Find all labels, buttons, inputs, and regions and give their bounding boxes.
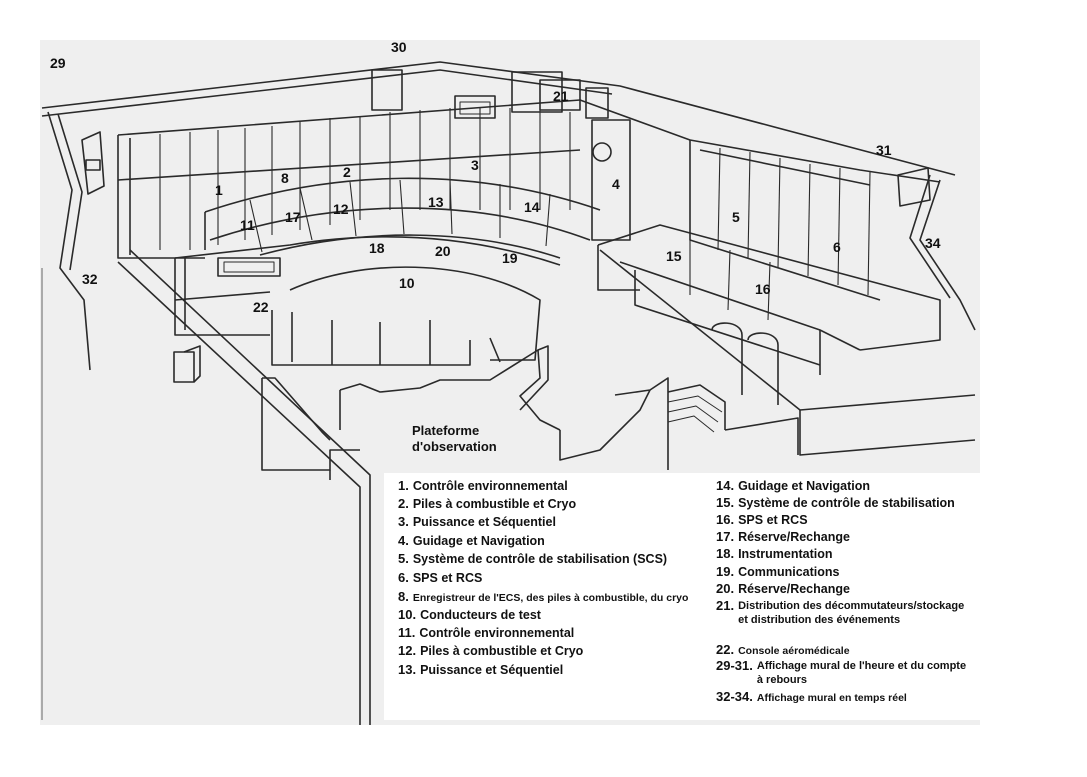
- legend-right-item: 17.Réserve/Rechange: [716, 529, 850, 545]
- callout-21: 21: [553, 88, 569, 104]
- legend-right-item: 21.Distribution des décommutateurs/stock…: [716, 599, 970, 627]
- legend-left-item: 13.Puissance et Séquentiel: [398, 662, 564, 678]
- legend-item-number: 15.: [716, 495, 735, 510]
- legend-item-number: 4.: [398, 533, 409, 548]
- legend-right-item: 16.SPS et RCS: [716, 512, 808, 528]
- legend-item-text: Instrumentation: [738, 547, 833, 561]
- legend-item-number: 20.: [716, 581, 735, 596]
- legend-right-item: 19.Communications: [716, 564, 840, 580]
- callout-17: 17: [285, 209, 301, 225]
- room-drawing: [41, 61, 976, 725]
- legend-left-item: 11.Contrôle environnemental: [398, 625, 575, 641]
- legend-item-number: 16.: [716, 512, 735, 527]
- legend-item-number: 17.: [716, 529, 735, 544]
- legend-item-text: Réserve/Rechange: [738, 530, 850, 544]
- legend-item-number: 22.: [716, 642, 735, 657]
- callout-11: 11: [240, 217, 255, 233]
- legend-item-text: Piles à combustible et Cryo: [412, 497, 577, 511]
- legend-left-item: 2.Piles à combustible et Cryo: [398, 496, 577, 512]
- legend-item-number: 1.: [398, 478, 409, 493]
- callout-22: 22: [253, 299, 269, 315]
- legend-item-text: SPS et RCS: [412, 571, 483, 585]
- legend-item-number: 6.: [398, 570, 409, 585]
- callout-15: 15: [666, 248, 682, 264]
- legend-item-number: 11.: [398, 625, 416, 640]
- legend-right-item: 20.Réserve/Rechange: [716, 581, 850, 597]
- callout-30: 30: [391, 39, 407, 55]
- callout-31: 31: [876, 142, 892, 158]
- legend-item-text: Distribution des décommutateurs/stockage…: [738, 600, 965, 626]
- callout-12: 12: [333, 201, 349, 217]
- legend-item-text: Contrôle environnemental: [412, 479, 568, 493]
- callout-4: 4: [612, 176, 620, 192]
- callout-labels: 1 2 3 4 5 6 8 10 11 12 13 14 15 16 17 18…: [50, 39, 941, 315]
- legend-item-text: Affichage mural en temps réel: [756, 692, 907, 704]
- callout-1: 1: [215, 182, 223, 198]
- callout-19: 19: [502, 250, 518, 266]
- legend-left-item: 8.Enregistreur de l'ECS, des piles à com…: [398, 590, 688, 605]
- legend-item-text: SPS et RCS: [738, 513, 808, 527]
- legend-item-text: Enregistreur de l'ECS, des piles à combu…: [412, 592, 689, 604]
- legend-item-number: 8.: [398, 589, 409, 604]
- legend-item-text: Communications: [738, 565, 840, 579]
- callout-14: 14: [524, 199, 540, 215]
- legend-item-text: Système de contrôle de stabilisation (SC…: [412, 552, 668, 566]
- callout-3: 3: [471, 157, 479, 173]
- callout-16: 16: [755, 281, 771, 297]
- legend-item-number: 21.: [716, 598, 735, 613]
- legend-right-item: 32-34.Affichage mural en temps réel: [716, 690, 907, 705]
- legend-left-item: 10.Conducteurs de test: [398, 607, 541, 623]
- legend-item-text: Piles à combustible et Cryo: [420, 644, 584, 658]
- legend-right-item: 22.Console aéromédicale: [716, 643, 850, 658]
- callout-34: 34: [925, 235, 941, 251]
- legend-item-text: Console aéromédicale: [738, 645, 850, 657]
- legend-left-item: 6.SPS et RCS: [398, 570, 483, 586]
- legend-left-item: 4.Guidage et Navigation: [398, 533, 545, 549]
- legend-right-item: 29-31.Affichage mural de l'heure et du c…: [716, 659, 967, 687]
- legend-right-item: 18.Instrumentation: [716, 546, 833, 562]
- legend-item-text: Contrôle environnemental: [419, 626, 575, 640]
- legend-item-text: Guidage et Navigation: [738, 479, 871, 493]
- legend-item-number: 18.: [716, 546, 735, 561]
- platform-label-line2: d'observation: [412, 439, 497, 454]
- legend-item-text: Système de contrôle de stabilisation: [738, 496, 955, 510]
- callout-6: 6: [833, 239, 841, 255]
- callout-13: 13: [428, 194, 444, 210]
- legend-item-number: 5.: [398, 551, 409, 566]
- legend-item-number: 14.: [716, 478, 735, 493]
- legend-item-text: Guidage et Navigation: [412, 534, 545, 548]
- callout-32: 32: [82, 271, 98, 287]
- callout-10: 10: [399, 275, 415, 291]
- callout-18: 18: [369, 240, 385, 256]
- legend-left-item: 3.Puissance et Séquentiel: [398, 514, 556, 530]
- callout-29: 29: [50, 55, 66, 71]
- callout-5: 5: [732, 209, 740, 225]
- legend-item-number: 2.: [398, 496, 409, 511]
- legend-item-text: Puissance et Séquentiel: [412, 515, 556, 529]
- legend-item-number: 10.: [398, 607, 417, 622]
- legend-item-text: Réserve/Rechange: [738, 582, 850, 596]
- legend-left-item: 1.Contrôle environnemental: [398, 478, 568, 494]
- legend-item-number: 32-34.: [716, 689, 753, 704]
- legend-item-text: Conducteurs de test: [420, 608, 541, 622]
- callout-8: 8: [281, 170, 289, 186]
- callout-2: 2: [343, 164, 351, 180]
- legend-item-number: 19.: [716, 564, 735, 579]
- legend-right-item: 14.Guidage et Navigation: [716, 478, 871, 494]
- legend-left-item: 5.Système de contrôle de stabilisation (…: [398, 551, 668, 567]
- legend-item-number: 13.: [398, 662, 417, 677]
- platform-label-line1: Plateforme: [412, 423, 479, 438]
- legend-item-number: 12.: [398, 643, 417, 658]
- legend-item-number: 29-31.: [716, 658, 753, 673]
- legend-item-text: Affichage mural de l'heure et du compte …: [756, 660, 967, 686]
- callout-20: 20: [435, 243, 451, 259]
- legend-item-number: 3.: [398, 514, 409, 529]
- legend-item-text: Puissance et Séquentiel: [420, 663, 564, 677]
- legend-right-item: 15.Système de contrôle de stabilisation: [716, 495, 955, 511]
- legend-left-item: 12.Piles à combustible et Cryo: [398, 643, 584, 659]
